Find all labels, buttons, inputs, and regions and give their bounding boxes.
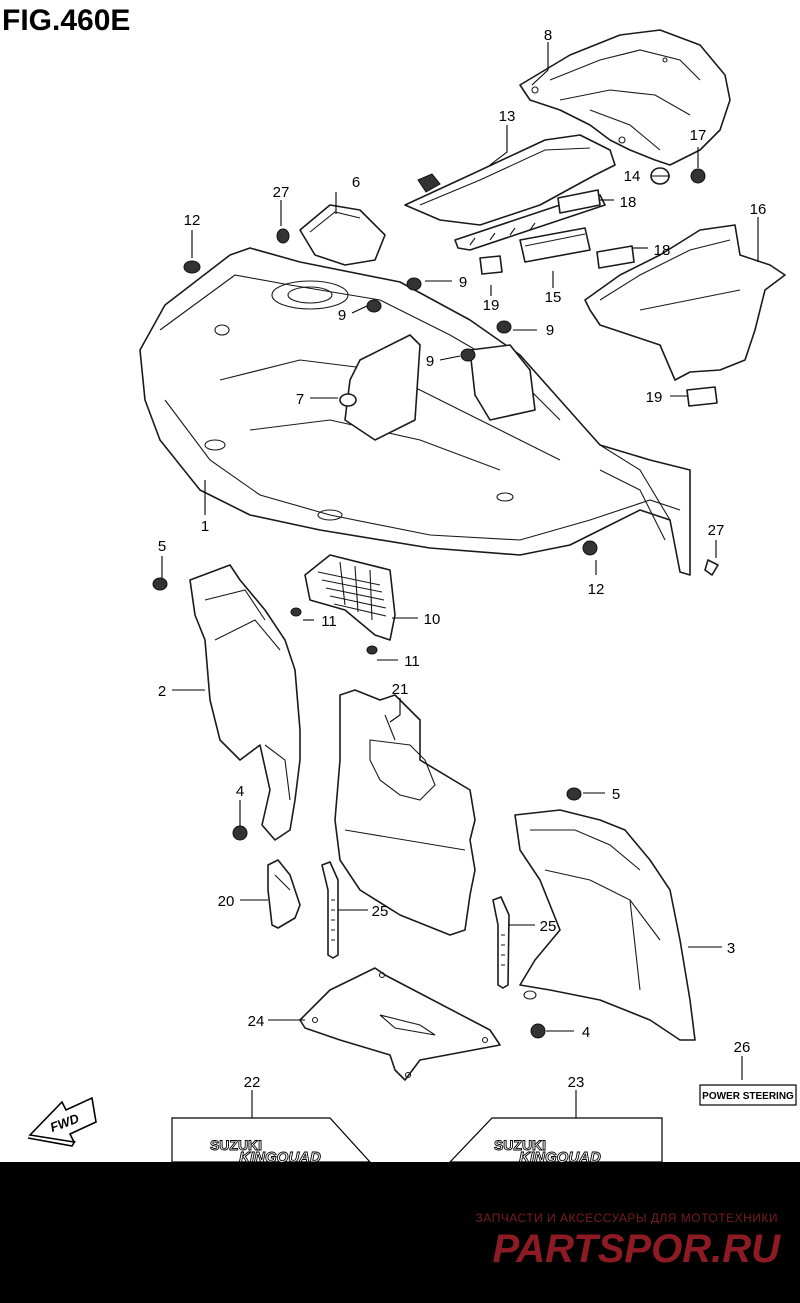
callout-11-lower: 11	[404, 653, 420, 670]
callout-19-right: 19	[646, 389, 663, 406]
decal-model-left: KINGQUAD	[239, 1149, 321, 1166]
callout-18-lower: 18	[654, 242, 671, 259]
callout-4-left: 4	[236, 783, 244, 800]
cable-tie-part	[321, 861, 510, 989]
callout-16: 16	[750, 201, 767, 218]
callout-9-b: 9	[338, 307, 346, 324]
callout-20: 20	[218, 893, 235, 910]
power-steering-decal: POWER STEERING	[699, 1084, 797, 1106]
callout-3: 3	[727, 940, 735, 957]
callout-labels: 8 13 17 14 18 18 16 6 27 12 9 9 9 9 19 1…	[158, 27, 767, 1091]
callout-4-right: 4	[582, 1024, 590, 1041]
callout-24: 24	[248, 1013, 265, 1030]
decal-brand-right: SUZUKI	[494, 1137, 546, 1153]
callout-8: 8	[544, 27, 552, 44]
callout-10: 10	[424, 611, 441, 628]
callout-7: 7	[296, 391, 304, 408]
callout-21: 21	[392, 681, 409, 698]
callout-14: 14	[624, 168, 641, 185]
callout-6: 6	[352, 174, 360, 191]
callout-19-left: 19	[483, 297, 500, 314]
lid-part	[299, 204, 386, 266]
power-steering-text: POWER STEERING	[702, 1091, 794, 1102]
plate-part	[299, 967, 501, 1081]
small-bracket-part	[267, 859, 301, 929]
figure-title: FIG.460E	[2, 4, 130, 37]
callout-11-upper: 11	[321, 613, 337, 630]
callout-13: 13	[499, 108, 516, 125]
decal-model-right: KINGQUAD	[519, 1149, 601, 1166]
fwd-arrow-icon: FWD	[27, 1096, 97, 1147]
callout-9-a: 9	[459, 274, 467, 291]
banner-tagline: ЗАПЧАСТИ И АКСЕССУАРЫ ДЛЯ МОТОТЕХНИКИ	[476, 1211, 778, 1225]
callout-25-left: 25	[372, 903, 389, 920]
callout-9-d: 9	[426, 353, 434, 370]
callout-27-upper: 27	[273, 184, 290, 201]
callout-5-left: 5	[158, 538, 166, 555]
callout-12-lower: 12	[588, 581, 605, 598]
panel-part	[334, 689, 476, 936]
right-fender-decal: SUZUKI KINGQUAD	[448, 1117, 663, 1166]
watermark-banner: ЗАПЧАСТИ И АКСЕССУАРЫ ДЛЯ МОТОТЕХНИКИ PA…	[0, 1162, 800, 1303]
fasteners	[152, 167, 719, 1039]
front-fender-part	[139, 247, 691, 576]
callout-5-right: 5	[612, 786, 620, 803]
callout-2: 2	[158, 683, 166, 700]
callout-27-lower: 27	[708, 522, 725, 539]
callout-18-upper: 18	[620, 194, 637, 211]
right-mud-guard-part	[514, 809, 696, 1041]
banner-logo: PARTSPOR.RU	[493, 1227, 782, 1271]
left-mud-guard-part	[189, 564, 301, 841]
pads-part	[479, 189, 718, 407]
callout-9-c: 9	[546, 322, 554, 339]
leader-lines	[161, 42, 759, 1118]
left-fender-decal: SUZUKI KINGQUAD	[171, 1117, 372, 1166]
callout-25-right: 25	[540, 918, 557, 935]
callout-23: 23	[568, 1074, 585, 1091]
vent-part	[304, 554, 396, 641]
decal-brand-left: SUZUKI	[210, 1137, 262, 1153]
side-cover-part	[584, 224, 786, 381]
callout-26: 26	[734, 1039, 751, 1056]
callout-22: 22	[244, 1074, 261, 1091]
top-cover-part	[519, 29, 731, 166]
callout-17: 17	[690, 127, 707, 144]
callout-12-upper: 12	[184, 212, 201, 229]
callout-1: 1	[201, 518, 209, 535]
callout-15: 15	[545, 289, 562, 306]
